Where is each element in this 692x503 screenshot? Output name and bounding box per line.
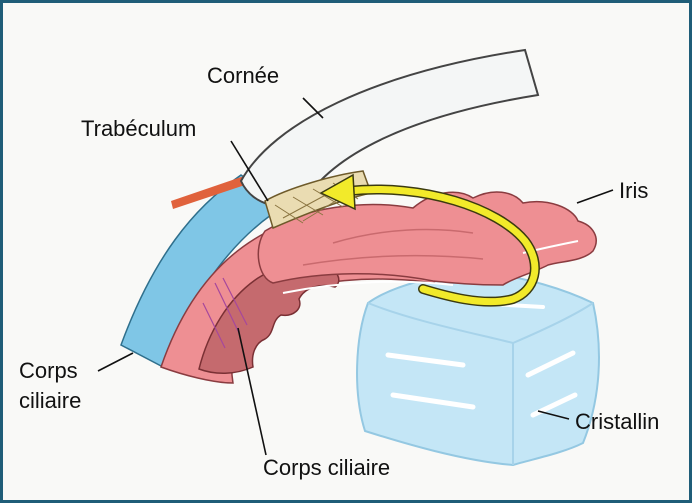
label-cornea: Cornée (207, 63, 279, 88)
label-sclera-line2: ciliaire (19, 388, 81, 413)
iris-leader (577, 190, 613, 203)
cornea-shape (241, 50, 538, 207)
label-trabecular: Trabéculum (81, 116, 196, 141)
label-lens: Cristallin (575, 409, 659, 434)
eye-anatomy-diagram: Cornée Trabéculum Iris Corps ciliaire Co… (3, 3, 689, 500)
label-ciliary-body: Corps ciliaire (263, 455, 390, 480)
sclera-leader (98, 353, 133, 371)
label-sclera-line1: Corps (19, 358, 78, 383)
label-iris: Iris (619, 178, 648, 203)
